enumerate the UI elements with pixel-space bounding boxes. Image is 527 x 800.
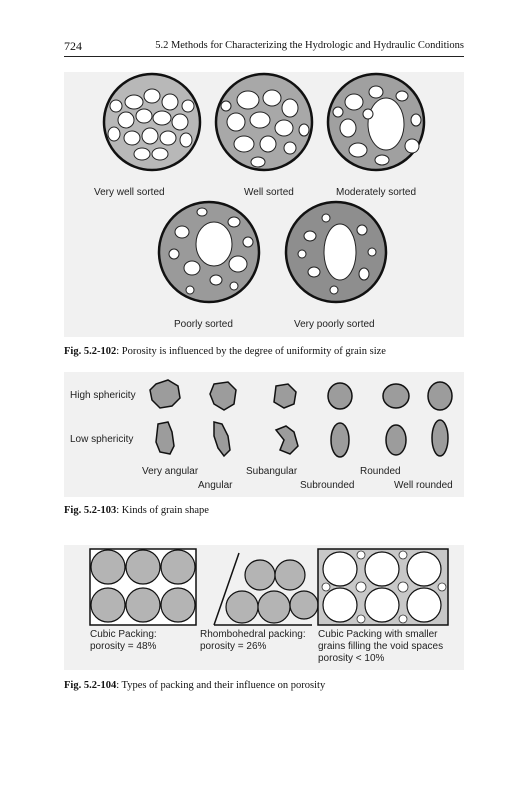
caption-text: : Porosity is influenced by the degree o… xyxy=(116,346,386,357)
label-moderately-sorted: Moderately sorted xyxy=(336,187,417,198)
label-very-angular: Very angular xyxy=(142,466,199,477)
low-sphericity-grains xyxy=(155,419,449,458)
figure-sorting: Very well sorted Well sorted Moderately … xyxy=(64,72,464,337)
caption-fig-102: Fig. 5.2-102: Porosity is influenced by … xyxy=(64,346,464,357)
sorting-illustration xyxy=(102,72,426,304)
label-very-poorly-sorted: Very poorly sorted xyxy=(294,319,375,330)
packing-2-line-1: Rhombohedral packing: xyxy=(200,629,306,640)
label-very-well-sorted: Very well sorted xyxy=(94,187,165,198)
label-poorly-sorted: Poorly sorted xyxy=(174,319,233,330)
packing-illustration xyxy=(89,548,449,626)
label-well-sorted: Well sorted xyxy=(244,187,294,198)
label-angular: Angular xyxy=(198,480,233,491)
caption-fig-104: Fig. 5.2-104: Types of packing and their… xyxy=(64,680,464,691)
label-subangular: Subangular xyxy=(246,466,298,477)
cubic-packing-small-grains-panel xyxy=(317,548,449,626)
high-sphericity-grains xyxy=(149,379,453,411)
packing-2-line-2: porosity = 26% xyxy=(200,641,267,652)
caption-number: Fig. 5.2-103 xyxy=(64,505,117,516)
circle-moderately-sorted xyxy=(326,72,426,172)
rhombohedral-packing-panel xyxy=(213,552,319,626)
figure-grain-shape: High sphericity Low sphericity Very angu… xyxy=(64,372,464,497)
packing-1-line-1: Cubic Packing: xyxy=(90,629,157,640)
circle-very-poorly-sorted xyxy=(284,200,388,304)
packing-1-line-2: porosity = 48% xyxy=(90,641,157,652)
label-subrounded: Subrounded xyxy=(300,480,355,491)
row-label-high-sphericity: High sphericity xyxy=(70,390,136,401)
page-header: 724 5.2 Methods for Characterizing the H… xyxy=(64,38,464,57)
running-title: 5.2 Methods for Characterizing the Hydro… xyxy=(155,40,464,51)
page-number: 724 xyxy=(64,39,82,53)
label-well-rounded: Well rounded xyxy=(394,480,453,491)
figure-packing: Cubic Packing: porosity = 48% Rhombohedr… xyxy=(64,545,464,670)
row-label-low-sphericity: Low sphericity xyxy=(70,434,134,445)
packing-3-line-3: porosity < 10% xyxy=(318,653,385,664)
grain-shape-illustration xyxy=(149,379,453,458)
packing-3-line-1: Cubic Packing with smaller xyxy=(318,629,438,640)
caption-number: Fig. 5.2-102 xyxy=(64,346,117,357)
caption-text: : Kinds of grain shape xyxy=(116,505,209,516)
cubic-packing-panel xyxy=(89,548,197,626)
circle-well-sorted xyxy=(214,72,314,172)
packing-3-line-2: grains filling the void spaces xyxy=(318,641,444,652)
caption-number: Fig. 5.2-104 xyxy=(64,680,117,691)
circle-very-well-sorted xyxy=(102,72,202,172)
caption-text: : Types of packing and their influence o… xyxy=(116,680,326,691)
label-rounded: Rounded xyxy=(360,466,401,477)
caption-fig-103: Fig. 5.2-103: Kinds of grain shape xyxy=(64,505,464,516)
circle-poorly-sorted xyxy=(157,200,261,304)
